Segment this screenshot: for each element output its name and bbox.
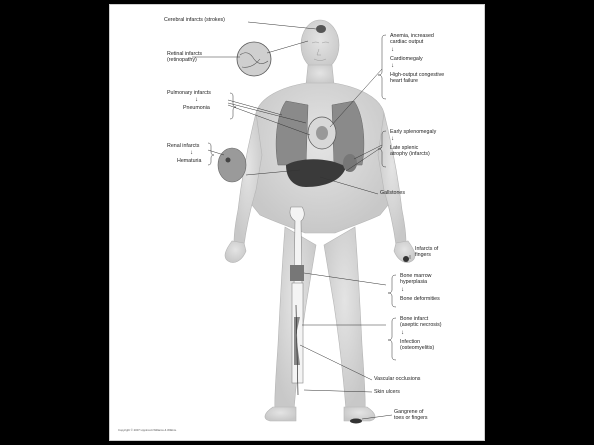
label-pneumonia: Pneumonia: [183, 105, 210, 111]
arrow-down-icon: ↓: [401, 330, 404, 336]
finger-infarct: [403, 256, 409, 262]
arrow-down-icon: ↓: [190, 150, 193, 156]
arrow-down-icon: ↓: [391, 136, 394, 142]
arrow-down-icon: ↓: [401, 287, 404, 293]
label-pulmonary: Pulmonary infarcts: [167, 90, 211, 96]
label-retinal: Retinal infarcts(retinopathy): [167, 51, 202, 63]
label-bone-infarct: Bone infarct(aseptic necrosis): [400, 316, 442, 328]
body-illustration: [110, 5, 486, 442]
arrow-down-icon: ↓: [391, 47, 394, 53]
label-vascular-occlusions: Vascular occlusions: [374, 376, 420, 382]
spleen: [343, 154, 357, 172]
kidney-inset: [218, 148, 246, 182]
label-bone-deformities: Bone deformities: [400, 296, 440, 302]
label-renal: Renal infarcts: [167, 143, 199, 149]
arrow-down-icon: ↓: [195, 97, 198, 103]
toe-gangrene: [350, 419, 362, 424]
label-cardiomegaly: Cardiomegaly: [390, 56, 423, 62]
kidney-infarct: [226, 158, 231, 163]
marrow-region: [290, 265, 304, 281]
label-infection: Infection(osteomyelitis): [400, 339, 434, 351]
label-skin-ulcers: Skin ulcers: [374, 389, 400, 395]
figure-panel: Cerebral infarcts (strokes) Retinal infa…: [109, 4, 485, 441]
label-hematuria: Hematuria: [177, 158, 201, 164]
brain-infarct: [316, 25, 326, 33]
label-early-splenomegaly: Early splenomegaly: [390, 129, 436, 135]
heart-chamber: [316, 126, 328, 140]
human-silhouette: [225, 20, 415, 421]
label-gallstones: Gallstones: [380, 190, 405, 196]
label-cerebral: Cerebral infarcts (strokes): [164, 17, 225, 23]
copyright: Copyright © 2007 Lippincott Williams & W…: [118, 428, 177, 432]
arrow-down-icon: ↓: [391, 63, 394, 69]
